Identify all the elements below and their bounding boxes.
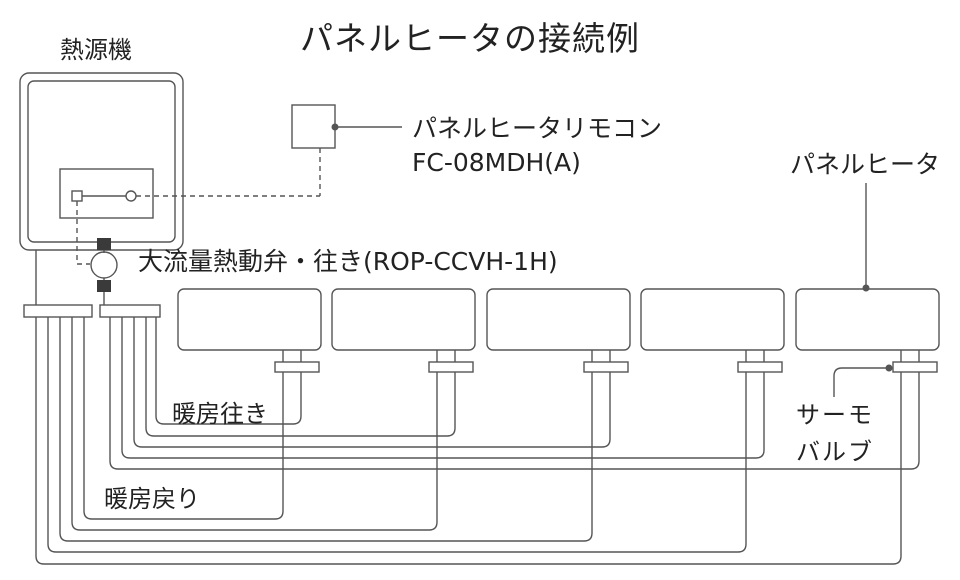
panel-heater-leader-dot — [862, 284, 870, 292]
panel-heater-1 — [177, 288, 322, 351]
panel-heater-5 — [795, 288, 940, 351]
panel-heater-2 — [331, 288, 476, 351]
return-manifold — [23, 304, 93, 318]
heat-valve — [90, 251, 118, 279]
supply-pipes — [109, 317, 920, 470]
panel-heater-4 — [640, 288, 785, 351]
supply-label: 暖房往き — [172, 400, 268, 428]
valve-wire — [76, 201, 90, 265]
supply-manifold — [99, 304, 161, 318]
remote-model-label: FC-08MDH(A) — [412, 148, 581, 177]
valve-body-bottom — [97, 280, 111, 292]
heat-source-control-box — [59, 168, 154, 219]
panel-connectors — [274, 350, 938, 373]
valve-label: 大流量熱動弁・往き(ROP-CCVH-1H) — [138, 247, 558, 276]
heat-source-label: 熱源機 — [60, 36, 132, 64]
remote-leader-dot — [331, 123, 339, 131]
remote-controller — [291, 104, 336, 149]
heat-source-unit — [19, 72, 184, 251]
thermo-valve-label-line2: バルブ — [796, 438, 874, 466]
remote-name-label: パネルヒータリモコン — [412, 114, 663, 143]
panel-heater-label: パネルヒータ — [790, 150, 941, 179]
thermo-valve-label-line1: サーモ — [796, 401, 874, 429]
valve-body-top — [97, 238, 111, 250]
return-label: 暖房戻り — [104, 485, 200, 513]
panel-heater-3 — [486, 288, 631, 351]
diagram-title: パネルヒータの接続例 — [300, 19, 640, 58]
return-pipes — [35, 317, 902, 565]
thermo-valve-dot — [885, 364, 893, 372]
thermo-valve-leader — [833, 367, 887, 397]
